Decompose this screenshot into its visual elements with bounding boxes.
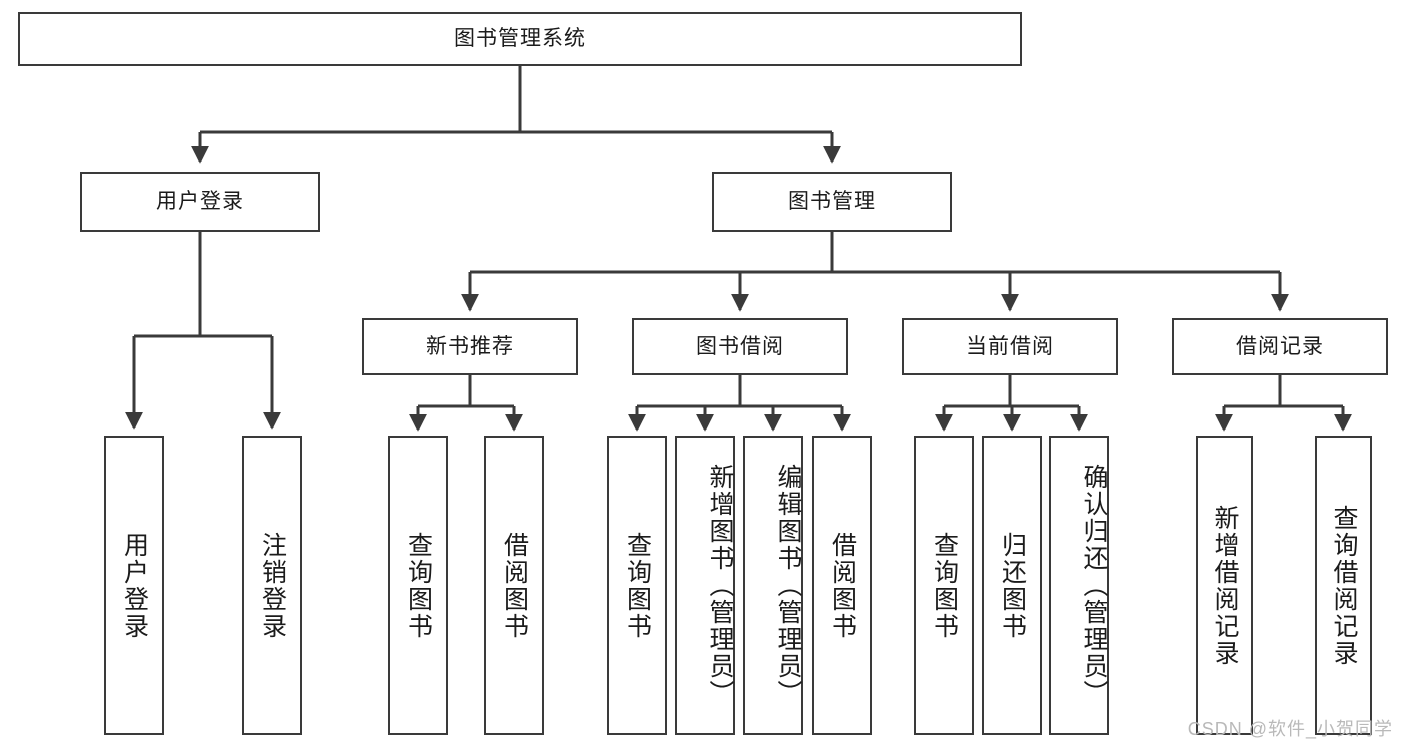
node-label: 确认归还（管理员） <box>1080 464 1108 707</box>
node-label: 借阅记录 <box>1236 334 1324 358</box>
leaf-record-add-record[interactable]: 新增借阅记录 <box>1196 436 1253 735</box>
node-label: 新书推荐 <box>426 334 514 358</box>
node-label: 新增借阅记录 <box>1211 504 1239 667</box>
node-label: 用户登录 <box>156 190 244 214</box>
node-label: 图书借阅 <box>696 334 784 358</box>
node-label: 查询借阅记录 <box>1330 504 1358 667</box>
leaf-borrow-borrow-book[interactable]: 借阅图书 <box>812 436 872 735</box>
watermark-text: CSDN @软件_小贺同学 <box>1187 719 1393 739</box>
node-label: 查询图书 <box>930 531 959 640</box>
node-label: 查询图书 <box>404 531 433 640</box>
node-root-system[interactable]: 图书管理系统 <box>18 12 1022 66</box>
node-user-login[interactable]: 用户登录 <box>80 172 320 232</box>
leaf-recommend-query-book[interactable]: 查询图书 <box>388 436 448 735</box>
node-current-borrow[interactable]: 当前借阅 <box>902 318 1118 375</box>
node-label: 借阅图书 <box>500 531 529 640</box>
node-label: 用户登录 <box>120 531 149 640</box>
leaf-user-logout[interactable]: 注销登录 <box>242 436 302 735</box>
node-label: 借阅图书 <box>828 531 857 640</box>
node-label: 编辑图书（管理员） <box>774 464 802 707</box>
node-label: 当前借阅 <box>966 334 1054 358</box>
node-label: 图书管理 <box>788 190 876 214</box>
leaf-user-login[interactable]: 用户登录 <box>104 436 164 735</box>
node-label: 注销登录 <box>258 531 287 640</box>
leaf-borrow-edit-book-admin[interactable]: 编辑图书（管理员） <box>743 436 803 735</box>
leaf-borrow-query-book[interactable]: 查询图书 <box>607 436 667 735</box>
node-label: 查询图书 <box>623 531 652 640</box>
node-label: 归还图书 <box>998 531 1027 640</box>
node-book-management[interactable]: 图书管理 <box>712 172 952 232</box>
leaf-borrow-add-book-admin[interactable]: 新增图书（管理员） <box>675 436 735 735</box>
leaf-current-query-book[interactable]: 查询图书 <box>914 436 974 735</box>
node-label: 图书管理系统 <box>454 27 586 51</box>
leaf-record-query-record[interactable]: 查询借阅记录 <box>1315 436 1372 735</box>
node-new-book-recommend[interactable]: 新书推荐 <box>362 318 578 375</box>
leaf-current-return-book[interactable]: 归还图书 <box>982 436 1042 735</box>
node-borrow-record[interactable]: 借阅记录 <box>1172 318 1388 375</box>
leaf-recommend-borrow-book[interactable]: 借阅图书 <box>484 436 544 735</box>
node-book-borrow[interactable]: 图书借阅 <box>632 318 848 375</box>
node-label: 新增图书（管理员） <box>706 464 734 707</box>
leaf-current-confirm-return-admin[interactable]: 确认归还（管理员） <box>1049 436 1109 735</box>
